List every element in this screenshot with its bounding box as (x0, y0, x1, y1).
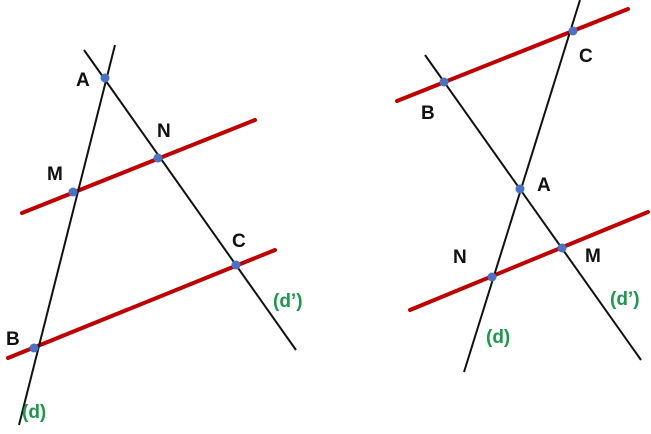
fig1-parallel-line-bc (6, 248, 277, 360)
fig1-point-b (29, 343, 39, 353)
fig2-point-n (487, 272, 497, 282)
fig2-point-b (439, 77, 449, 87)
fig2-point-m (557, 243, 567, 253)
fig2-label-d: (d) (486, 327, 510, 348)
fig2-line-d-prime (424, 54, 642, 361)
fig2-parallel-line-bc (395, 7, 630, 103)
fig1-point-c (231, 260, 241, 270)
fig2-label-m: M (585, 246, 601, 267)
fig2-parallel-line-nm (408, 210, 650, 312)
fig2-label-n: N (453, 247, 467, 268)
fig2-label-c: C (579, 46, 593, 67)
fig1-label-m: M (47, 164, 63, 185)
fig1-label-d-prime: (d’) (273, 291, 303, 312)
fig2-label-d-prime: (d’) (610, 289, 640, 310)
fig1-label-n: N (157, 121, 171, 142)
fig1-label-b: B (6, 329, 20, 350)
fig2-point-a (515, 184, 525, 194)
fig1-label-a: A (76, 70, 90, 91)
fig2-label-a: A (537, 175, 551, 196)
fig1-label-d: (d) (22, 402, 46, 423)
fig1-point-a (100, 73, 110, 83)
fig1-point-n (153, 153, 163, 163)
fig1-line-d-prime (83, 49, 297, 351)
fig1-point-m (68, 187, 78, 197)
fig1-line-d (18, 44, 116, 426)
fig1-label-c: C (232, 231, 246, 252)
figure-2: B C A N M (d) (d’) (395, 0, 650, 373)
fig2-point-c (568, 26, 578, 36)
fig1-parallel-line-mn (20, 118, 257, 215)
fig2-label-b: B (421, 103, 435, 124)
figure-1: A M N B C (d) (d’) (6, 44, 303, 426)
